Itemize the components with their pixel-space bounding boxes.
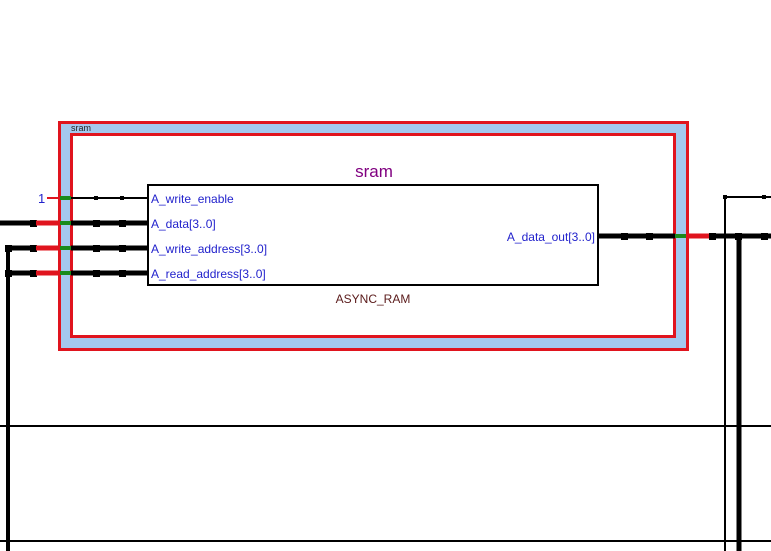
- port-green: [60, 246, 71, 250]
- junction-dot: [646, 233, 653, 240]
- port-label-write-address: A_write_address[3..0]: [151, 242, 267, 256]
- junction-dot: [119, 270, 126, 277]
- junction-dot: [761, 233, 768, 240]
- junction-dot: [30, 245, 37, 252]
- port-green: [60, 221, 71, 225]
- ram-block[interactable]: sram A_write_enable A_data[3..0] A_write…: [147, 162, 599, 306]
- junction-dot: [762, 195, 766, 199]
- junction-dot: [709, 233, 716, 240]
- block-body[interactable]: [147, 184, 599, 286]
- junction-dot: [93, 220, 100, 227]
- junction-dot: [93, 245, 100, 252]
- port-label-write-enable: A_write_enable: [151, 192, 234, 206]
- junction-dot: [119, 220, 126, 227]
- port-label-data: A_data[3..0]: [151, 217, 216, 231]
- junction-dot: [120, 196, 124, 200]
- constant-one-label: 1: [38, 191, 45, 206]
- junction-dot: [621, 233, 628, 240]
- port-green: [60, 196, 71, 200]
- port-label-read-address: A_read_address[3..0]: [151, 267, 266, 281]
- junction-dot: [5, 270, 12, 277]
- junction-dot: [94, 196, 98, 200]
- instance-tag: sram: [71, 123, 91, 133]
- input-wires: 1: [0, 191, 148, 277]
- port-label-data-out: A_data_out[3..0]: [507, 230, 595, 244]
- junction-dot: [735, 233, 742, 240]
- junction-dot: [723, 195, 727, 199]
- junction-dot: [93, 270, 100, 277]
- block-title: sram: [355, 162, 393, 181]
- port-green: [60, 271, 71, 275]
- background-wires: [0, 195, 771, 551]
- port-green: [675, 234, 686, 238]
- junction-dot: [5, 245, 12, 252]
- output-wires: [598, 233, 771, 240]
- block-type-label: ASYNC_RAM: [336, 292, 411, 306]
- junction-dot: [119, 245, 126, 252]
- junction-dot: [30, 270, 37, 277]
- junction-dot: [30, 220, 37, 227]
